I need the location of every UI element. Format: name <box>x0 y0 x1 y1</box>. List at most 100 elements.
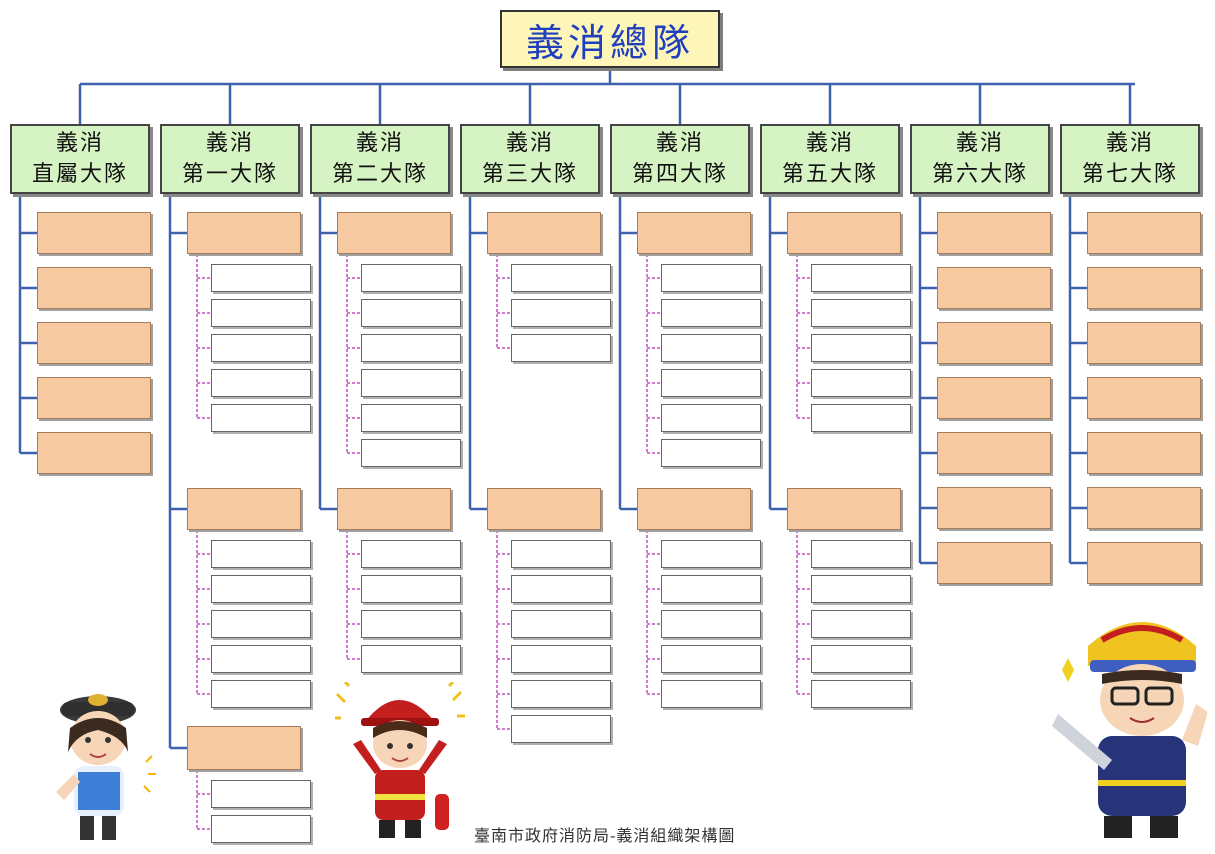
group-label-line1: 義消 <box>205 131 254 156</box>
group-label-line2: 第五大隊 <box>781 162 878 187</box>
sub-box-4-0-2 <box>661 334 761 362</box>
mid-box-1-0 <box>187 212 301 254</box>
sub-box-5-0-2 <box>811 334 911 362</box>
sub-box-5-0-0 <box>811 264 911 292</box>
mid-box-6-4 <box>937 432 1051 474</box>
mid-box-6-2 <box>937 322 1051 364</box>
sub-box-1-0-1 <box>211 299 311 327</box>
group-label-line2: 第一大隊 <box>181 162 278 187</box>
sub-box-3-1-3 <box>511 645 611 673</box>
group-label-line2: 第七大隊 <box>1081 162 1178 187</box>
group-label-line1: 義消 <box>805 131 854 156</box>
sub-box-5-1-1 <box>811 575 911 603</box>
group-label-line2: 第三大隊 <box>481 162 578 187</box>
group-label-line1: 義消 <box>505 131 554 156</box>
sub-box-4-1-3 <box>661 645 761 673</box>
sub-box-3-1-5 <box>511 715 611 743</box>
sub-box-4-0-3 <box>661 369 761 397</box>
mid-box-1-1 <box>187 488 301 530</box>
mid-box-7-2 <box>1087 322 1201 364</box>
mid-box-0-2 <box>37 322 151 364</box>
group-box-5: 義消第五大隊 <box>760 124 900 194</box>
mid-box-6-3 <box>937 377 1051 419</box>
sub-box-2-0-3 <box>361 369 461 397</box>
mid-box-3-1 <box>487 488 601 530</box>
mid-box-3-0 <box>487 212 601 254</box>
group-label-line1: 義消 <box>1105 131 1154 156</box>
sub-box-5-0-3 <box>811 369 911 397</box>
mid-box-7-5 <box>1087 487 1201 529</box>
mid-box-7-4 <box>1087 432 1201 474</box>
sub-box-3-0-0 <box>511 264 611 292</box>
sub-box-1-1-3 <box>211 645 311 673</box>
sub-box-5-1-2 <box>811 610 911 638</box>
mid-box-0-4 <box>37 432 151 474</box>
org-title-box: 義消總隊 <box>500 10 720 68</box>
group-box-4: 義消第四大隊 <box>610 124 750 194</box>
sub-box-2-1-2 <box>361 610 461 638</box>
sub-box-3-1-0 <box>511 540 611 568</box>
group-label-line2: 第二大隊 <box>331 162 428 187</box>
mascot-girl-left <box>56 694 156 840</box>
sub-box-4-0-4 <box>661 404 761 432</box>
sub-box-1-2-1 <box>211 815 311 843</box>
sub-box-4-1-0 <box>661 540 761 568</box>
group-box-2: 義消第二大隊 <box>310 124 450 194</box>
group-label-line1: 義消 <box>55 131 104 156</box>
mid-box-2-0 <box>337 212 451 254</box>
mid-box-5-0 <box>787 212 901 254</box>
sub-box-3-1-2 <box>511 610 611 638</box>
sub-box-2-0-1 <box>361 299 461 327</box>
chart-caption: 臺南市政府消防局-義消組織架構圖 <box>474 826 736 845</box>
mascot-fireman-right <box>1052 622 1207 838</box>
mid-box-0-1 <box>37 267 151 309</box>
sub-box-2-0-0 <box>361 264 461 292</box>
sub-box-4-1-4 <box>661 680 761 708</box>
mid-box-6-1 <box>937 267 1051 309</box>
mid-box-5-1 <box>787 488 901 530</box>
sub-box-2-1-0 <box>361 540 461 568</box>
sub-box-5-1-3 <box>811 645 911 673</box>
sub-box-4-0-0 <box>661 264 761 292</box>
sub-box-2-1-3 <box>361 645 461 673</box>
mid-box-4-1 <box>637 488 751 530</box>
group-label-line1: 義消 <box>355 131 404 156</box>
sub-box-3-0-2 <box>511 334 611 362</box>
sub-box-4-1-1 <box>661 575 761 603</box>
mid-box-6-5 <box>937 487 1051 529</box>
sub-box-1-1-2 <box>211 610 311 638</box>
group-box-3: 義消第三大隊 <box>460 124 600 194</box>
group-label-line1: 義消 <box>955 131 1004 156</box>
sub-box-4-0-1 <box>661 299 761 327</box>
sub-box-5-0-1 <box>811 299 911 327</box>
group-box-0: 義消直屬大隊 <box>10 124 150 194</box>
sub-box-2-0-5 <box>361 439 461 467</box>
mid-box-0-0 <box>37 212 151 254</box>
mid-box-6-0 <box>937 212 1051 254</box>
sub-box-1-2-0 <box>211 780 311 808</box>
sub-box-1-0-3 <box>211 369 311 397</box>
mid-box-2-1 <box>337 488 451 530</box>
sub-box-1-1-1 <box>211 575 311 603</box>
group-label-line2: 直屬大隊 <box>31 162 128 187</box>
group-box-6: 義消第六大隊 <box>910 124 1050 194</box>
sub-box-2-0-4 <box>361 404 461 432</box>
sub-box-1-0-2 <box>211 334 311 362</box>
sub-box-1-0-0 <box>211 264 311 292</box>
sub-box-2-1-1 <box>361 575 461 603</box>
sub-box-1-1-0 <box>211 540 311 568</box>
group-box-7: 義消第七大隊 <box>1060 124 1200 194</box>
mid-box-7-3 <box>1087 377 1201 419</box>
mid-box-7-6 <box>1087 542 1201 584</box>
sub-box-3-1-1 <box>511 575 611 603</box>
sub-box-2-0-2 <box>361 334 461 362</box>
group-label-line2: 第六大隊 <box>931 162 1028 187</box>
group-label-line2: 第四大隊 <box>631 162 728 187</box>
mid-box-7-1 <box>1087 267 1201 309</box>
sub-box-5-0-4 <box>811 404 911 432</box>
mid-box-1-2 <box>187 726 301 770</box>
group-label-line1: 義消 <box>655 131 704 156</box>
mid-box-0-3 <box>37 377 151 419</box>
sub-box-3-0-1 <box>511 299 611 327</box>
